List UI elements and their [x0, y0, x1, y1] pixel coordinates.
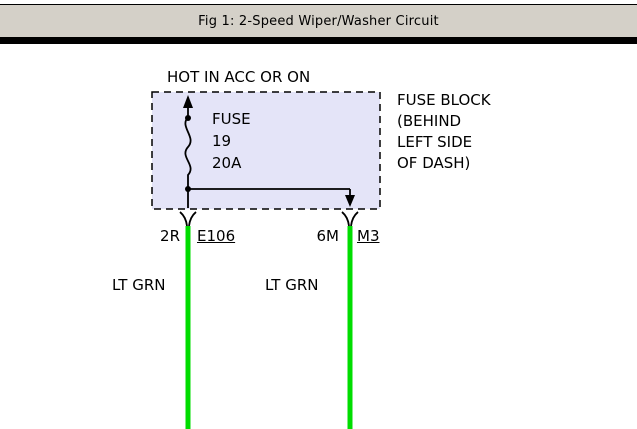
junction-dot: [185, 186, 191, 192]
left-connector-symbol: [188, 211, 197, 227]
right-pin-label: 6M: [316, 227, 340, 245]
left-connector-symbol: [179, 211, 188, 227]
right-connector-symbol: [350, 211, 359, 227]
right-wire-color-label: LT GRN: [265, 276, 319, 294]
left-wire-color-label: LT GRN: [112, 276, 166, 294]
fuse-top-dot: [185, 115, 191, 121]
fuse-label: FUSE 19 20A: [212, 110, 251, 172]
left-connector-id: E106: [197, 227, 236, 245]
fuse-element-symbol: [184, 107, 192, 208]
right-connector-symbol: [341, 211, 350, 227]
up-arrow-icon: [183, 95, 193, 108]
right-connector-id: M3: [357, 227, 380, 245]
figure-title-bar: Fig 1: 2-Speed Wiper/Washer Circuit: [0, 4, 637, 44]
power-source-label: HOT IN ACC OR ON: [167, 68, 311, 86]
figure-title: Fig 1: 2-Speed Wiper/Washer Circuit: [198, 13, 439, 29]
left-pin-label: 2R: [160, 227, 180, 245]
down-arrow-icon: [345, 195, 355, 207]
fuse-block-box: [151, 91, 381, 210]
fuse-block-location-note: FUSE BLOCK (BEHIND LEFT SIDE OF DASH): [397, 91, 491, 172]
